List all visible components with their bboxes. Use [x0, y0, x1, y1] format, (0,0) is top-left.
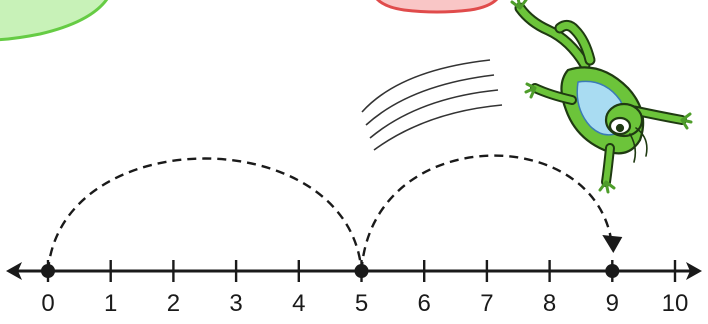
tick-label: 6	[418, 290, 431, 317]
jump-arc	[360, 154, 614, 272]
tick-label: 4	[292, 290, 305, 317]
jump-arc	[46, 157, 363, 272]
tick-label: 8	[543, 290, 556, 317]
tick-label: 10	[662, 290, 689, 317]
marked-point	[605, 264, 620, 278]
leaping-frog-icon	[510, 0, 693, 194]
tick-label: 3	[229, 290, 242, 317]
motion-lines	[361, 59, 503, 151]
pink-bubble-shape	[376, 0, 498, 14]
tick-label: 9	[606, 290, 619, 317]
right-arrowhead	[686, 262, 702, 280]
tick-label: 0	[41, 290, 54, 317]
green-bubble-shape	[0, 0, 109, 42]
marked-point	[41, 264, 55, 278]
tick-label: 5	[355, 290, 368, 317]
marked-point	[354, 264, 369, 278]
tick-label: 1	[104, 290, 117, 317]
jump-arrowhead	[602, 235, 623, 253]
tick-label: 2	[167, 290, 180, 317]
tick-label: 7	[480, 290, 493, 317]
number-line: 0 1 2 3 4 5 6 7 8 9 10	[6, 154, 702, 317]
left-arrowhead	[6, 262, 22, 280]
